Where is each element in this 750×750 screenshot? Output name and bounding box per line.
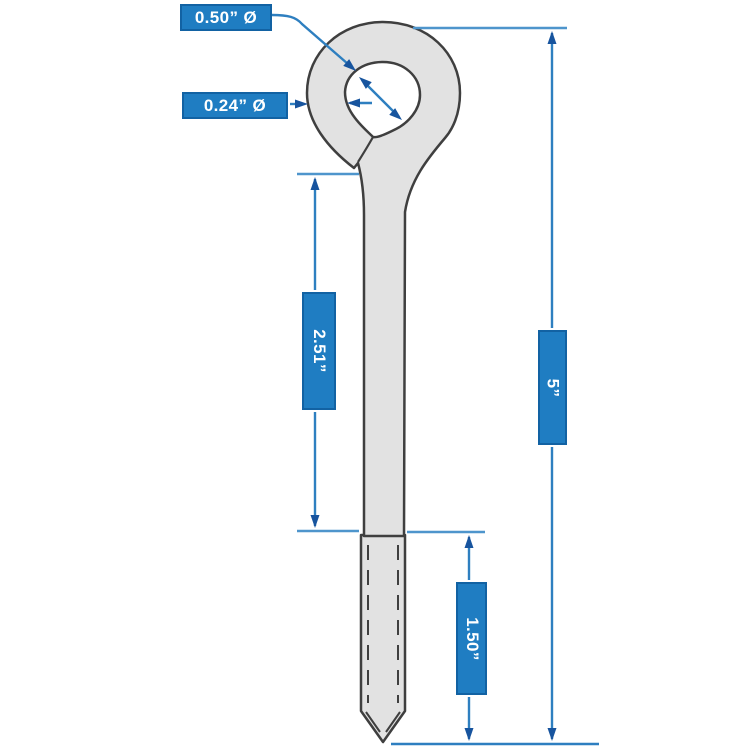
eye-diameter-label: 0.50” Ø — [180, 4, 272, 31]
arrowhead-overall-top — [547, 31, 557, 44]
dimension-arrowheads — [295, 31, 557, 741]
thread-tip-chevron — [365, 711, 401, 733]
arrowhead-wire-outer — [295, 99, 308, 109]
arrowhead-thread-bottom — [464, 728, 474, 741]
arrowhead-shank-bottom — [310, 515, 320, 528]
arrowhead-eye-measure-upper — [359, 77, 372, 89]
shank-length-label-text: 2.51” — [310, 329, 329, 373]
wire-diameter-label-text: 0.24” Ø — [203, 95, 267, 115]
overall-length-label-text: 5” — [543, 378, 563, 397]
wire-diameter-label: 0.24” Ø — [182, 92, 288, 119]
arrowhead-thread-top — [464, 535, 474, 548]
arrowhead-shank-top — [310, 177, 320, 190]
eye-bolt-silhouette — [305, 20, 462, 538]
eye-diameter-leader-line — [271, 13, 349, 65]
thread-section — [359, 533, 407, 744]
eye-bolt-body — [305, 20, 462, 538]
eye-seam-line — [357, 136, 374, 163]
overall-length-label: 5” — [538, 330, 567, 445]
thread-length-label-text: 1.50” — [462, 616, 482, 661]
arrowhead-eye-leader — [343, 59, 356, 71]
thread-body-shape — [359, 533, 407, 744]
shank-length-label: 2.51” — [302, 292, 336, 410]
arrowhead-eye-measure-lower — [389, 108, 402, 120]
arrowhead-overall-bottom — [547, 728, 557, 741]
eye-diameter-label-text: 0.50” Ø — [194, 7, 258, 27]
thread-length-label: 1.50” — [456, 582, 487, 695]
arrowhead-wire-inner — [347, 98, 360, 108]
